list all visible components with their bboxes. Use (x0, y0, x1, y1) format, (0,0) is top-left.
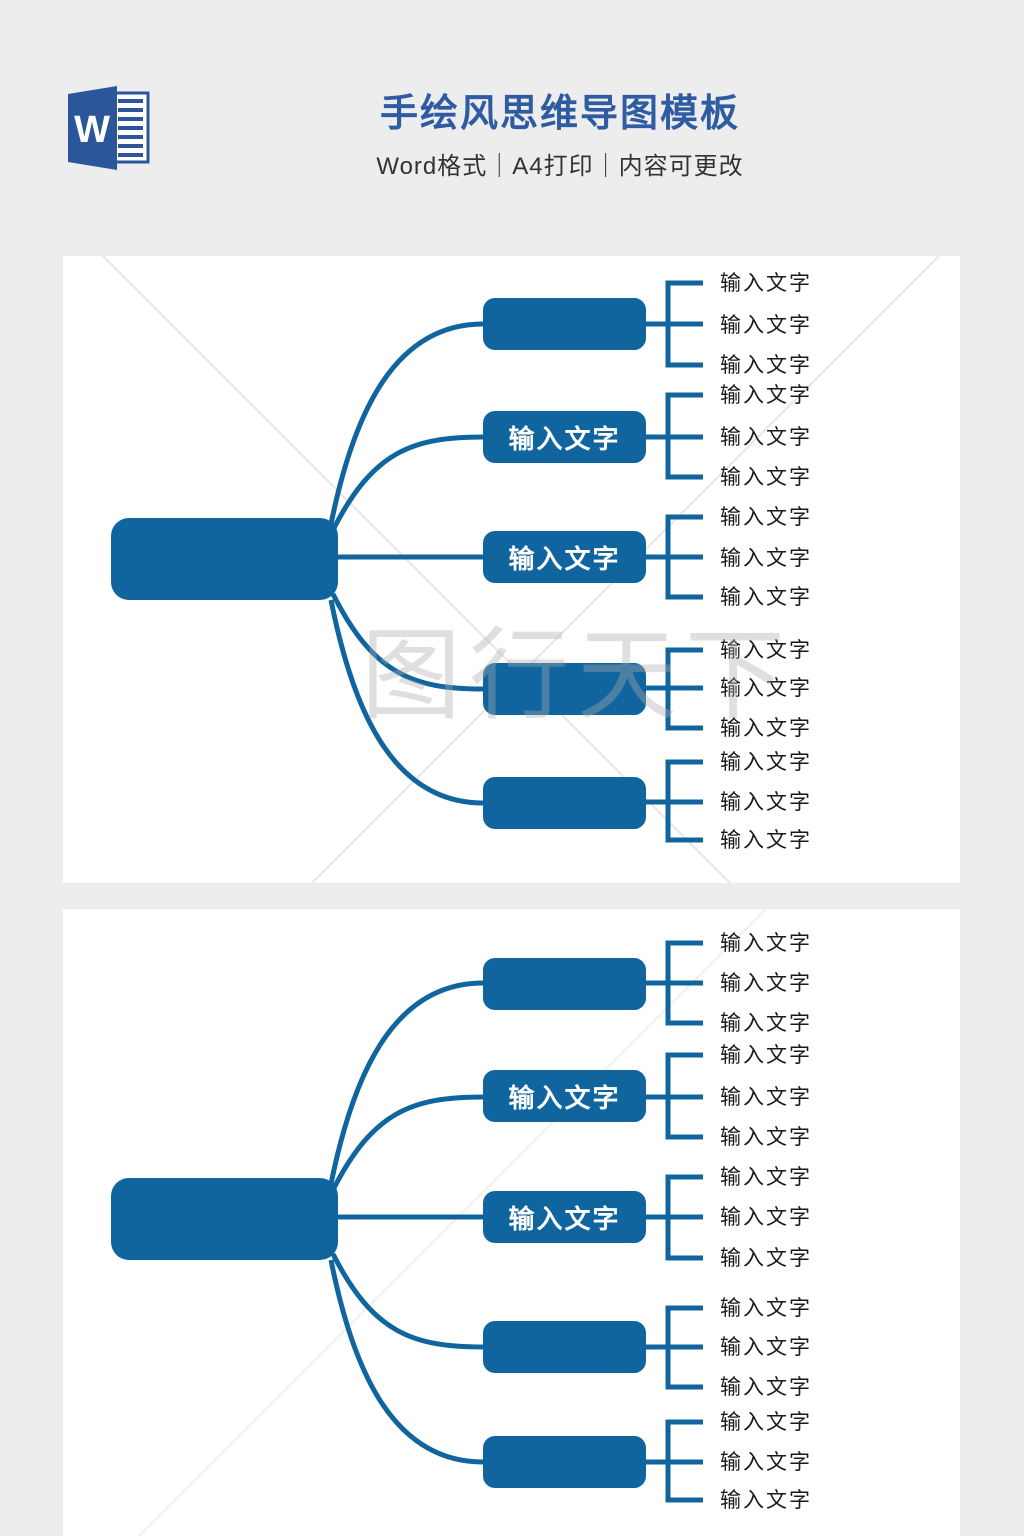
leaf-label: 输入文字 (720, 828, 812, 852)
word-icon-page-lines (118, 99, 143, 157)
mindmap-panel-2: 输入文字 输入文字 输入文字 输入文字 输入文字 输入文字 输入文字 输入文字 … (63, 909, 960, 1536)
branch-node (483, 958, 646, 1010)
word-icon: W (68, 86, 150, 170)
word-icon-cover (68, 86, 117, 170)
leaf-label: 输入文字 (720, 716, 812, 740)
page-title: 手绘风思维导图模板 (379, 93, 740, 135)
leaf-label: 输入文字 (720, 505, 812, 529)
leaf-label: 输入文字 (720, 971, 812, 995)
leaf-label: 输入文字 (720, 1043, 812, 1067)
header: 手绘风思维导图模板 Word格式｜A4打印｜内容可更改 (100, 92, 1020, 182)
leaf-label: 输入文字 (720, 1375, 812, 1399)
branch-node (483, 1321, 646, 1373)
branch-node: 输入文字 (483, 1070, 646, 1122)
leaf-brackets (646, 940, 703, 1503)
leaf-label: 输入文字 (720, 353, 812, 377)
leaf-label: 输入文字 (720, 1011, 812, 1035)
central-node (111, 1178, 338, 1260)
branch-node: 输入文字 (483, 411, 646, 463)
leaf-label: 输入文字 (720, 546, 812, 570)
branch-curves (328, 321, 484, 806)
connector-lines (138, 909, 767, 1536)
leaf-label: 输入文字 (720, 790, 812, 814)
leaf-label: 输入文字 (720, 425, 812, 449)
word-icon-letter: W (74, 109, 110, 151)
leaf-label: 输入文字 (720, 1246, 812, 1270)
leaf-label: 输入文字 (720, 1450, 812, 1474)
leaf-label: 输入文字 (720, 676, 812, 700)
leaf-label: 输入文字 (720, 313, 812, 337)
branch-node (483, 777, 646, 829)
branch-node: 输入文字 (483, 1191, 646, 1243)
leaf-label: 输入文字 (720, 750, 812, 774)
branch-node (483, 1436, 646, 1488)
watermark-lines (138, 909, 767, 1536)
central-node (111, 518, 338, 600)
branch-node (483, 663, 646, 715)
leaf-label: 输入文字 (720, 1205, 812, 1229)
leaf-label: 输入文字 (720, 638, 812, 662)
leaf-label: 输入文字 (720, 383, 812, 407)
leaf-label: 输入文字 (720, 585, 812, 609)
leaf-label: 输入文字 (720, 1085, 812, 1109)
leaf-brackets (646, 280, 703, 843)
leaf-label: 输入文字 (720, 1165, 812, 1189)
mindmap-panel-1: 输入文字 输入文字 输入文字 输入文字 输入文字 输入文字 输入文字 输入文字 … (63, 256, 960, 883)
leaf-label: 输入文字 (720, 271, 812, 295)
leaf-label: 输入文字 (720, 1125, 812, 1149)
page-subtitle: Word格式｜A4打印｜内容可更改 (376, 153, 744, 180)
leaf-label: 输入文字 (720, 1410, 812, 1434)
branch-curves (328, 980, 484, 1465)
leaf-label: 输入文字 (720, 931, 812, 955)
branch-node: 输入文字 (483, 531, 646, 583)
branch-node (483, 298, 646, 350)
leaf-label: 输入文字 (720, 465, 812, 489)
leaf-label: 输入文字 (720, 1488, 812, 1512)
leaf-label: 输入文字 (720, 1296, 812, 1320)
leaf-label: 输入文字 (720, 1335, 812, 1359)
